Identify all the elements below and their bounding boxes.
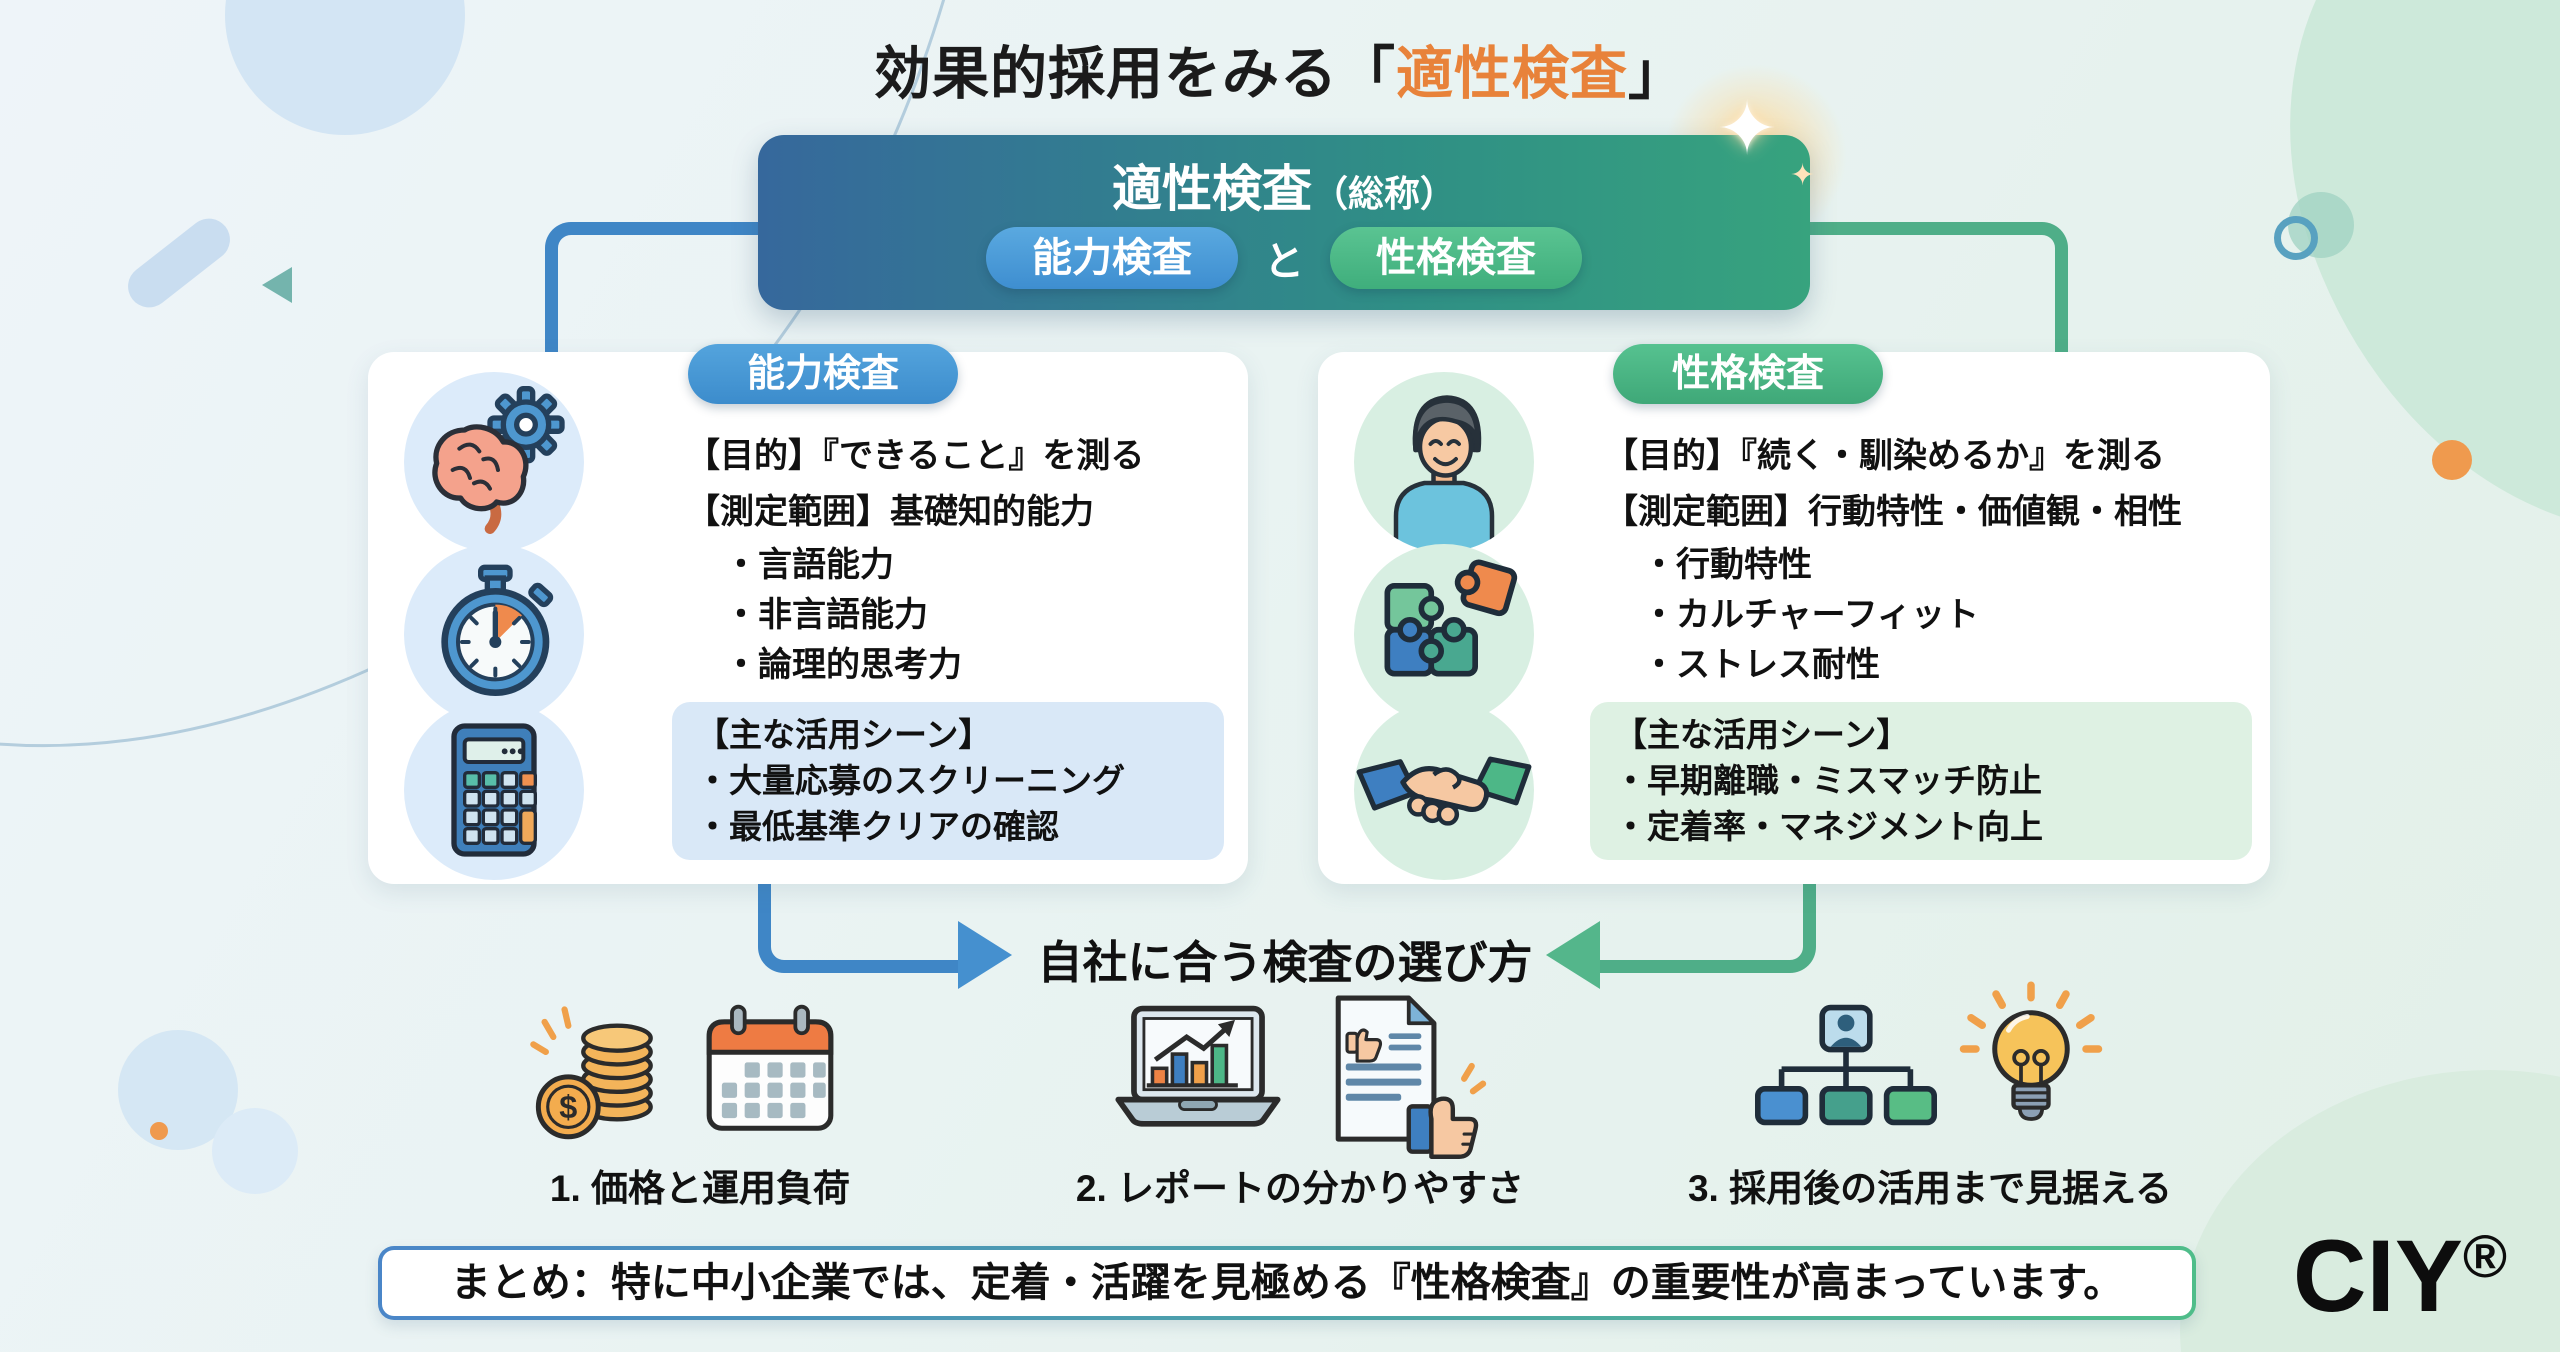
- laptop-chart-icon: [1098, 1000, 1298, 1153]
- ability-test-pill: 能力検査: [986, 227, 1238, 289]
- decorative-circle-bottomleft-1: [118, 1030, 238, 1150]
- personality-usage-item-2: ・定着率・マネジメント向上: [1614, 808, 2043, 845]
- personality-purpose: 【目的】『続く・馴染めるか』を測る: [1604, 437, 2165, 475]
- ability-scope: 【測定範囲】基礎知的能力: [686, 493, 1094, 531]
- personality-bullet-2: ・カルチャーフィット: [1642, 596, 1979, 634]
- org-chart-icon: [1748, 1002, 1944, 1147]
- point-label-2: 2. レポートの分かりやすさ: [1075, 1168, 1525, 1209]
- decorative-orange-dot-right: [2432, 440, 2472, 480]
- personality-test-pill: 性格検査: [1330, 227, 1582, 289]
- arrow-left-icon: [1546, 921, 1600, 989]
- decorative-triangle: [262, 267, 292, 303]
- decorative-circle-bottomleft-2: [212, 1108, 298, 1194]
- ability-usage-title: 【主な活用シーン】: [696, 716, 992, 753]
- decorative-orange-dot-left: [150, 1122, 168, 1140]
- ability-purpose: 【目的】『できること』を測る: [686, 437, 1145, 475]
- selector-heading: 自社に合う検査の選び方: [1037, 937, 1533, 988]
- connector-header-to-right-card: [1810, 222, 2068, 367]
- header-title: 適性検査（総称）: [758, 149, 1810, 221]
- personality-test-card: 性格検査: [1318, 344, 2270, 884]
- pill-joiner: と: [1264, 240, 1304, 284]
- brain-gear-icon: [404, 372, 584, 552]
- page-title-prefix: 効果的採用をみる「: [874, 42, 1396, 106]
- header-pills: 能力検査 と 性格検査: [758, 227, 1810, 289]
- ability-bullet-3: ・論理的思考力: [724, 646, 962, 684]
- page-title-highlight: 適性検査: [1396, 42, 1628, 106]
- header-title-sub: （総称）: [1311, 173, 1456, 214]
- ability-usage-item-1: ・大量応募のスクリーニング: [696, 762, 1125, 799]
- ability-bullet-2: ・非言語能力: [724, 596, 928, 634]
- page-title-suffix: 」: [1628, 42, 1686, 106]
- personality-scope: 【測定範囲】行動特性・価値観・相性: [1604, 493, 2182, 531]
- summary-bar: まとめ：特に中小企業では、定着・活躍を見極める『性格検査』の重要性が高まっていま…: [378, 1246, 2196, 1320]
- connector-left-card-to-selector: [758, 882, 976, 973]
- calendar-icon: [694, 994, 846, 1151]
- connector-right-card-to-selector: [1596, 882, 1816, 973]
- personality-bullet-3: ・ストレス耐性: [1642, 646, 1880, 684]
- personality-bullet-1: ・行動特性: [1642, 546, 1812, 584]
- brand-logo: CIY®: [2240, 1218, 2560, 1335]
- arrow-right-icon: [958, 921, 1012, 989]
- page-title: 効果的採用をみる「適性検査」: [0, 28, 2560, 110]
- puzzle-icon: [1354, 544, 1534, 724]
- avatar-icon: [1354, 372, 1534, 552]
- personality-usage-title: 【主な活用シーン】: [1614, 716, 1910, 753]
- connector-header-to-left-card: [545, 222, 771, 367]
- ability-bullet-1: ・言語能力: [724, 546, 894, 584]
- decorative-teal-circle: [2288, 192, 2354, 258]
- ability-usage-item-2: ・最低基準クリアの確認: [696, 808, 1059, 845]
- personality-card-pill: 性格検査: [1613, 344, 1883, 404]
- header-title-main: 適性検査: [1111, 161, 1312, 217]
- header-box: 適性検査（総称） 能力検査 と 性格検査: [758, 135, 1810, 310]
- point-label-1: 1. 価格と運用負荷: [549, 1168, 851, 1209]
- lightbulb-icon: [1956, 980, 2106, 1148]
- ability-test-card: 能力検査: [368, 344, 1248, 884]
- handshake-icon: [1354, 700, 1534, 880]
- ability-card-text: 【目的】『できること』を測る 【測定範囲】基礎知的能力 ・言語能力 ・非言語能力…: [686, 428, 1231, 690]
- decorative-teal-ring: [2274, 216, 2318, 260]
- coins-icon: $: [524, 992, 680, 1153]
- personality-usage-item-1: ・早期離職・ミスマッチ防止: [1614, 762, 2043, 799]
- registered-mark-icon: ®: [2462, 1223, 2508, 1290]
- personality-usage-box: 【主な活用シーン】 ・早期離職・ミスマッチ防止 ・定着率・マネジメント向上: [1590, 702, 2252, 860]
- brand-logo-text: CIY: [2292, 1219, 2463, 1333]
- point-label-3: 3. 採用後の活用まで見据える: [1687, 1168, 2173, 1209]
- ability-usage-box: 【主な活用シーン】 ・大量応募のスクリーニング ・最低基準クリアの確認: [672, 702, 1224, 860]
- svg-text:$: $: [559, 1089, 577, 1125]
- stopwatch-icon: [404, 544, 584, 724]
- report-thumbsup-icon: [1308, 988, 1487, 1163]
- personality-card-text: 【目的】『続く・馴染めるか』を測る 【測定範囲】行動特性・価値観・相性 ・行動特…: [1604, 428, 2269, 690]
- decorative-capsule: [119, 210, 239, 316]
- summary-text: まとめ：特に中小企業では、定着・活躍を見極める『性格検査』の重要性が高まっていま…: [382, 1250, 2192, 1316]
- calculator-icon: [404, 700, 584, 880]
- ability-card-pill: 能力検査: [688, 344, 958, 404]
